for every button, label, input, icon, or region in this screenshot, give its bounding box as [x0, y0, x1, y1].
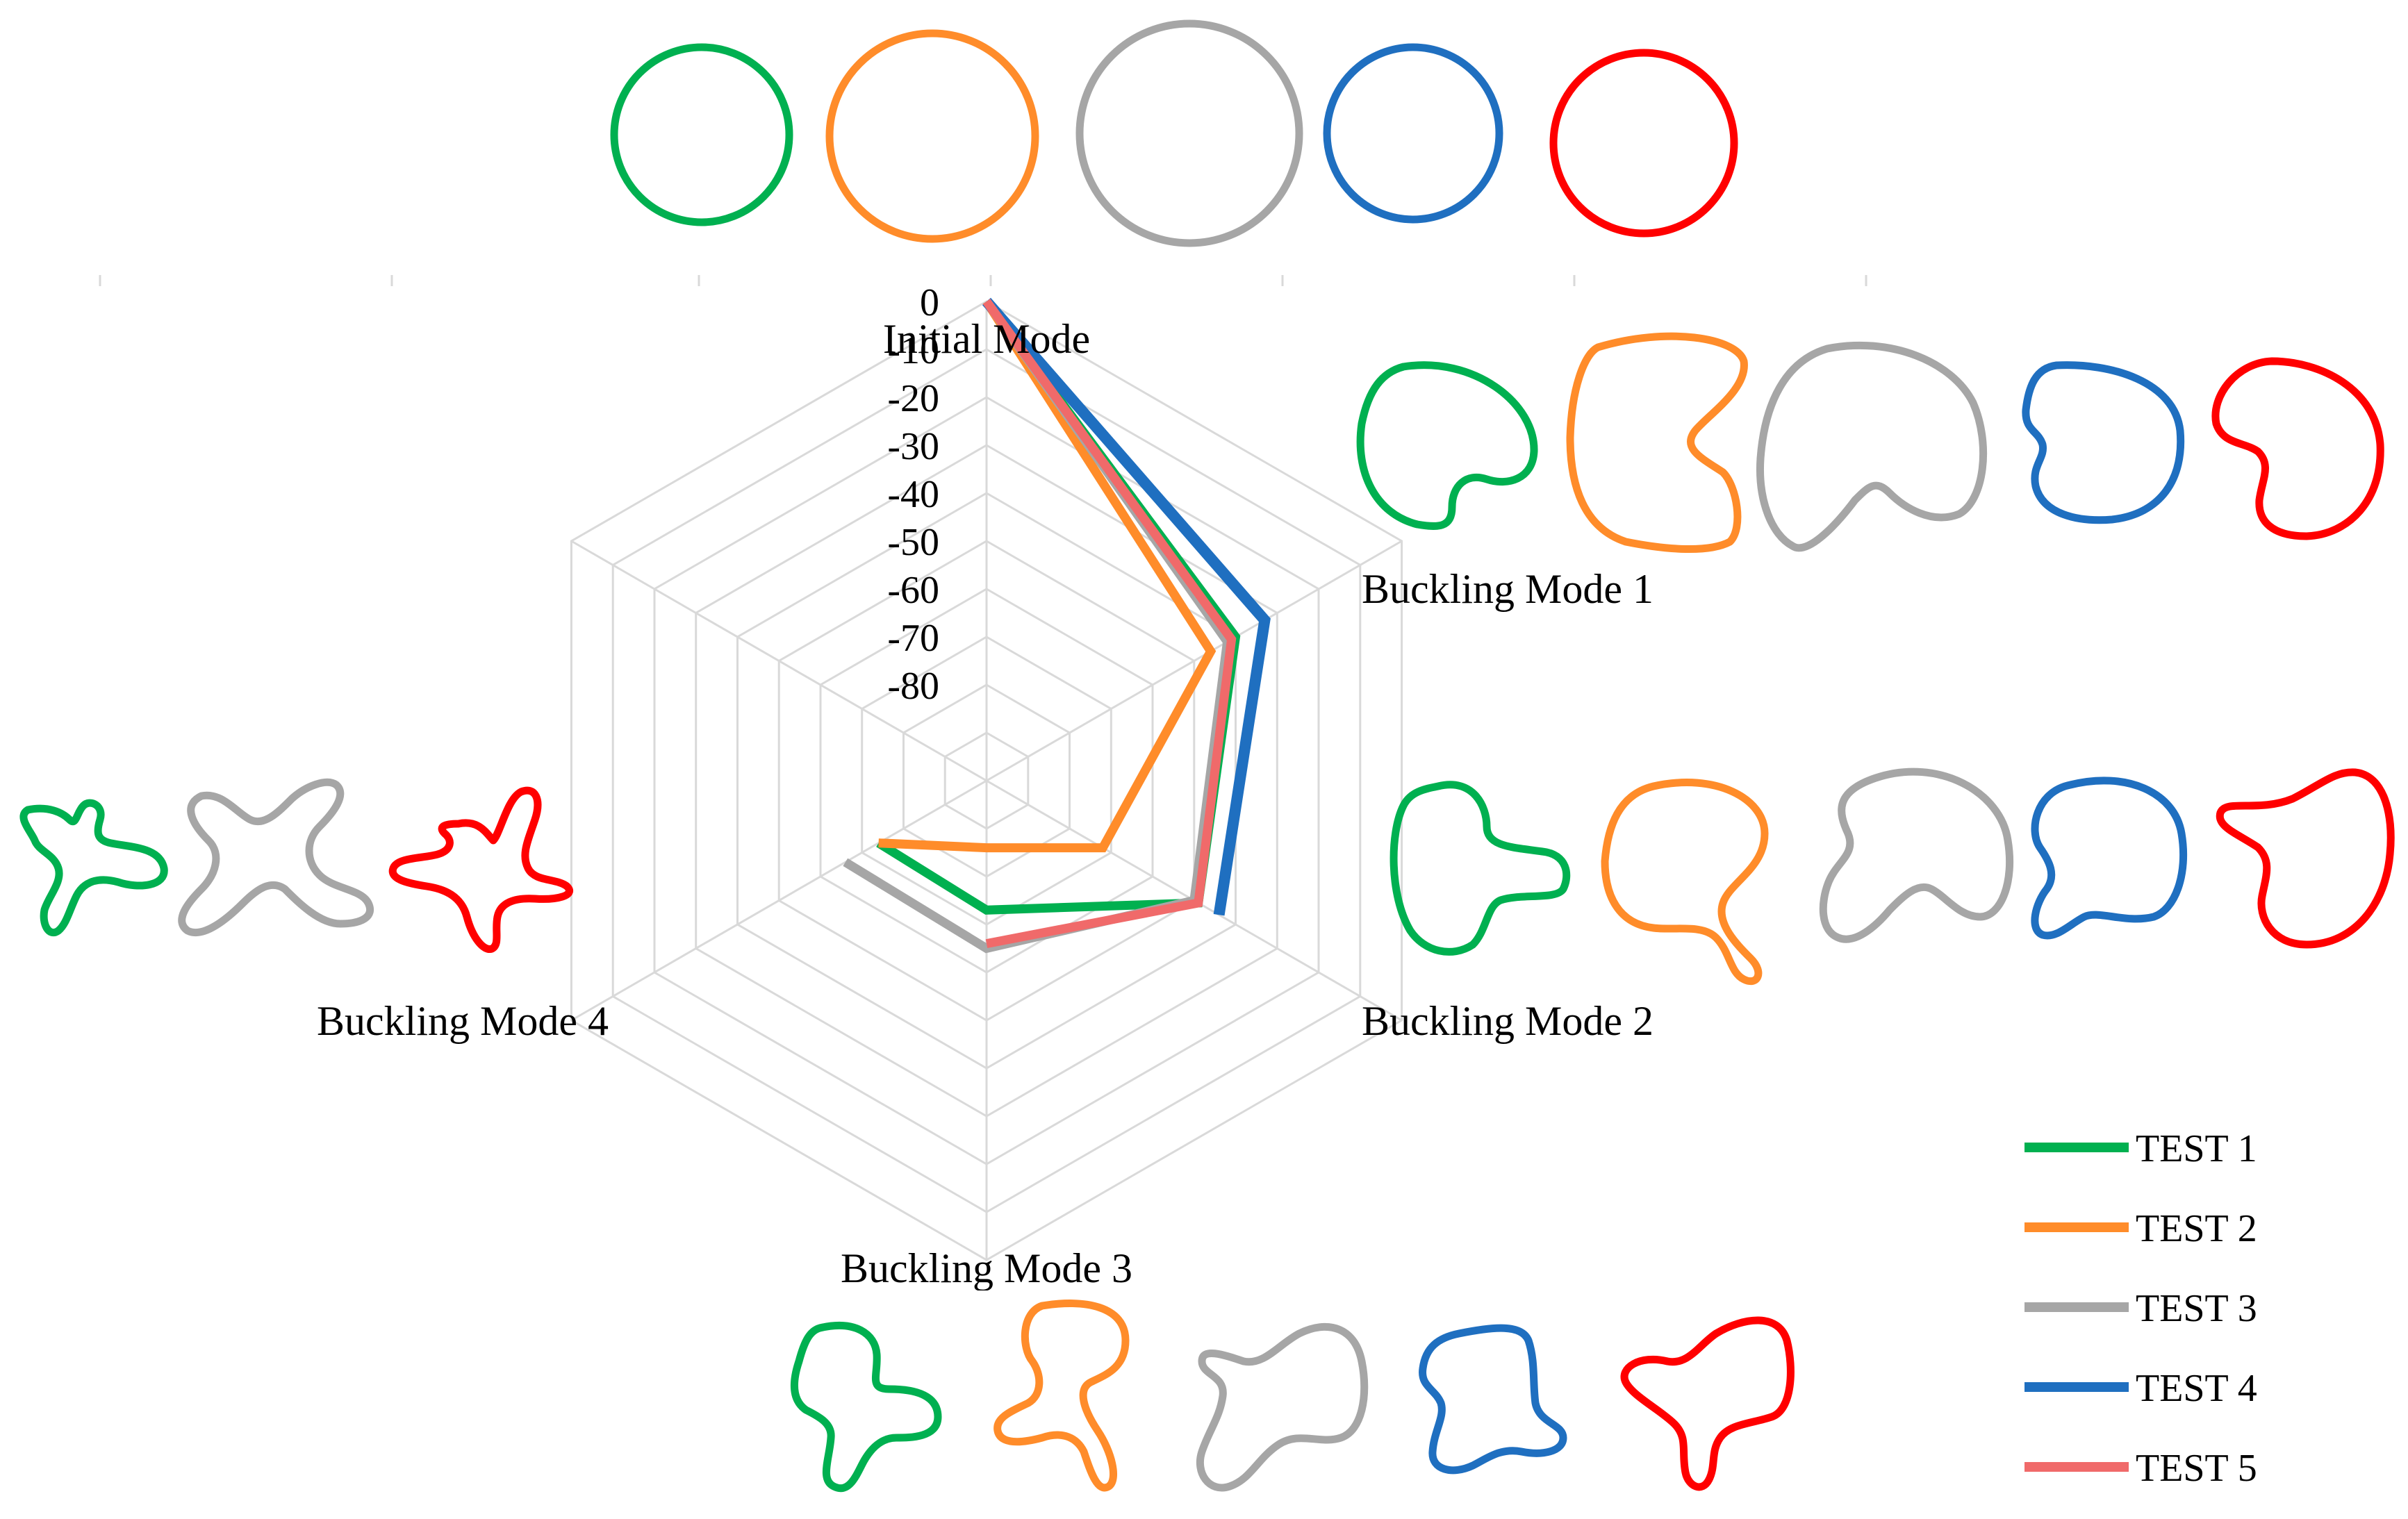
grid-spoke [570, 779, 987, 1022]
tick-label: -50 [887, 521, 939, 564]
tick-label: -10 [887, 329, 939, 372]
series-line-test-4 [982, 297, 1271, 916]
shape-mode4-test1 [19, 799, 168, 936]
shape-initial-test5 [1549, 49, 1738, 238]
shape-mode2-test5 [2216, 768, 2395, 949]
shape-initial-test4 [1323, 43, 1503, 224]
legend: TEST 1 TEST 2 TEST 3 TEST 4 TEST 5 [2024, 1127, 2257, 1490]
axis-label-initial-mode: Initial Mode [883, 316, 1090, 362]
shape-mode1-test1 [1356, 361, 1538, 530]
shape-mode2-test4 [2031, 777, 2188, 940]
legend-label: TEST 3 [2136, 1287, 2257, 1330]
series-line-test-2 [878, 299, 1217, 853]
shape-mode4-test3 [178, 778, 374, 937]
tick-label: -30 [887, 425, 939, 468]
radial-tick-labels: 0 -10 -20 -30 -40 -50 -60 -70 -80 [887, 281, 939, 708]
shape-mode1-test5 [2211, 357, 2384, 540]
legend-label: TEST 2 [2136, 1207, 2257, 1250]
shape-mode2-test3 [1819, 767, 2014, 943]
shape-mode3-test1 [790, 1321, 942, 1493]
legend-label: TEST 5 [2136, 1447, 2257, 1490]
radar-grid [570, 300, 1403, 1261]
grid-spoke [570, 540, 987, 782]
axis-label-buckling-mode-1: Buckling Mode 1 [1362, 566, 1654, 612]
grid-spoke [986, 540, 1403, 782]
series-line-test-5 [982, 299, 1237, 948]
tick-label: -60 [887, 569, 939, 612]
shape-mode3-test4 [1419, 1324, 1567, 1475]
axis-label-buckling-mode-4: Buckling Mode 4 [317, 998, 609, 1044]
shape-mode1-test2 [1566, 332, 1748, 554]
axis-label-buckling-mode-3: Buckling Mode 3 [841, 1245, 1132, 1291]
legend-label: TEST 1 [2136, 1127, 2257, 1170]
tick-label: 0 [920, 281, 939, 324]
shape-mode3-test2 [993, 1300, 1130, 1492]
shape-mode1-test4 [2022, 361, 2185, 524]
shape-initial-test3 [1075, 19, 1303, 247]
shape-mode1-test3 [1756, 341, 1988, 552]
tick-label: -80 [887, 665, 939, 708]
shape-initial-test2 [825, 29, 1039, 243]
axis-label-buckling-mode-2: Buckling Mode 2 [1362, 998, 1654, 1044]
tick-label: -70 [887, 617, 939, 660]
shape-mode2-test1 [1389, 781, 1571, 956]
label-backdrop [764, 1290, 1223, 1297]
mode-shapes [19, 19, 2395, 1493]
shape-mode3-test3 [1196, 1322, 1369, 1492]
shape-initial-test1 [610, 43, 793, 226]
radar-series [843, 297, 1271, 954]
tick-label: -20 [887, 377, 939, 420]
shape-mode4-test5 [388, 786, 573, 953]
legend-label: TEST 4 [2136, 1367, 2257, 1410]
top-tick-marks [99, 275, 1867, 286]
tick-label: -40 [887, 473, 939, 516]
shape-mode3-test5 [1620, 1316, 1795, 1491]
shape-mode2-test2 [1601, 779, 1769, 986]
